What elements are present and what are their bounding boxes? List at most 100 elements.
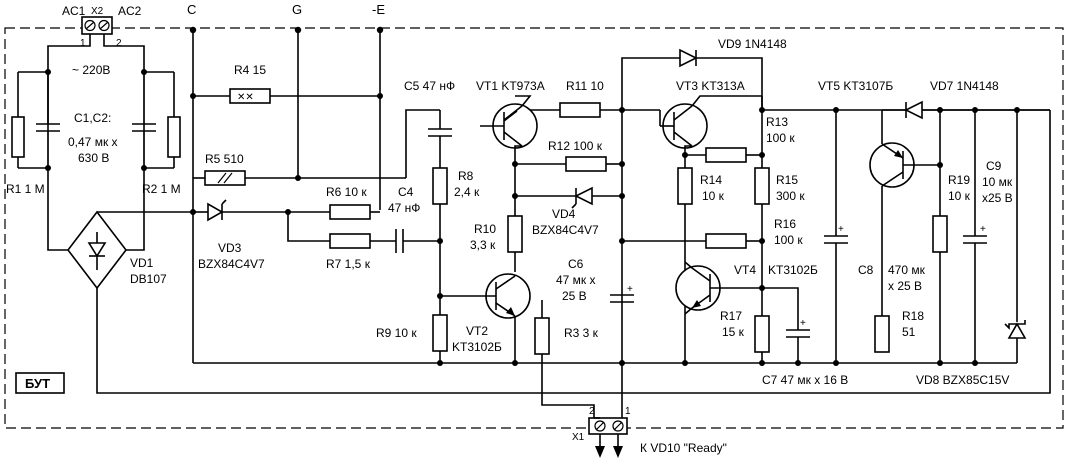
- vd4-type: BZX84C4V7: [532, 223, 599, 237]
- r16-value: 100 к: [774, 233, 803, 247]
- r13-value: 100 к: [766, 131, 795, 145]
- r14-label: R14: [700, 173, 722, 187]
- vt4-transistor: [675, 265, 762, 311]
- c6-value: 47 мк x: [556, 273, 596, 287]
- c4-label: C4: [398, 185, 414, 199]
- g-terminal-label: G: [292, 2, 302, 17]
- vd1-bridge: [66, 210, 128, 290]
- c8-label: C8: [858, 263, 874, 277]
- c9-polarity-icon: +: [980, 224, 986, 235]
- r10-label: R10: [474, 222, 496, 236]
- c8-value: 470 мк: [888, 263, 926, 277]
- r15-resistor: [754, 167, 770, 205]
- r17-resistor: [754, 315, 770, 353]
- r8-value: 2,4 к: [454, 185, 480, 199]
- c5-label: C5 47 нФ: [404, 79, 455, 93]
- r3-resistor: [534, 317, 550, 355]
- r5-resistor: [204, 170, 246, 186]
- r7-resistor: [329, 233, 371, 249]
- vd3-type: BZX84C4V7: [198, 257, 265, 271]
- vt3-label: VT3 KT313A: [676, 79, 745, 93]
- r19-resistor: [932, 215, 948, 253]
- vt5-transistor: [869, 142, 940, 188]
- r2-label: R2 1 M: [142, 182, 181, 196]
- r12-resistor: [565, 156, 607, 172]
- r17-value: 15 к: [722, 325, 745, 339]
- ready-label: К VD10 "Ready": [640, 441, 727, 455]
- vd1-type: DB107: [130, 272, 167, 286]
- r19-value: 10 к: [948, 189, 971, 203]
- r4-marking-icon: ✕✕: [237, 92, 254, 103]
- r6-label: R6 10 к: [326, 185, 367, 199]
- but-label: БУТ: [25, 376, 50, 391]
- r1-resistor: [11, 116, 25, 158]
- r11-label: R11 10: [566, 79, 604, 93]
- r14-resistor: [677, 167, 693, 205]
- x1-pin1-label: 1: [625, 406, 631, 417]
- c4-value: 47 нФ: [388, 201, 420, 215]
- vd9-label: VD9 1N4148: [718, 37, 787, 51]
- r4-label: R4 15: [234, 63, 266, 77]
- r12-label: R12 100 к: [548, 139, 603, 153]
- vt4-label: VT4: [734, 263, 756, 277]
- r15-value: 300 к: [776, 189, 805, 203]
- c8-polarity-icon: +: [838, 224, 844, 235]
- r14-value: 10 к: [702, 189, 725, 203]
- r18-value: 51: [902, 325, 916, 339]
- c7-label: C7 47 мк x 16 В: [762, 373, 848, 387]
- r9-resistor: [432, 314, 448, 352]
- vt2-transistor: [440, 273, 531, 319]
- vt1-label: VT1 KT973A: [476, 79, 545, 93]
- r1-label: R1 1 M: [6, 182, 45, 196]
- c6-voltage: 25 В: [562, 289, 587, 303]
- c1c2-voltage: 630 В: [78, 151, 109, 165]
- r18-resistor: [874, 315, 890, 353]
- c9-value: 10 мк: [982, 175, 1013, 189]
- x1-label: X1: [572, 432, 585, 443]
- r13-label: R13: [766, 115, 788, 129]
- r16-label: R16: [774, 217, 796, 231]
- r8-label: R8: [458, 169, 474, 183]
- r6-resistor: [329, 204, 371, 220]
- r11-resistor: [559, 102, 601, 118]
- vt2-label: VT2: [466, 324, 488, 338]
- mains-label: ~ 220В: [72, 63, 110, 77]
- e-terminal-label: -E: [372, 2, 385, 17]
- c9-voltage: x25 В: [982, 191, 1013, 205]
- c6-label: C6: [568, 257, 584, 271]
- module-boundary: [4, 27, 1064, 429]
- c8-voltage: x 25 В: [888, 279, 922, 293]
- x1-connector: [588, 417, 628, 458]
- r19-label: R19: [948, 173, 970, 187]
- vd7-label: VD7 1N4148: [930, 79, 999, 93]
- x2-label: X2: [91, 6, 104, 17]
- x2-pin2-label: 2: [116, 38, 122, 49]
- c6-polarity-icon: +: [627, 284, 633, 295]
- c1c2-name: C1,C2:: [74, 111, 111, 125]
- ac1-label: AC1: [62, 4, 86, 18]
- c9-label: C9: [986, 159, 1002, 173]
- r9-label: R9 10 к: [376, 326, 417, 340]
- vd1-label: VD1: [130, 256, 154, 270]
- r2-resistor: [167, 116, 181, 158]
- x2-connector: [81, 16, 113, 35]
- r13-resistor: [705, 147, 747, 163]
- r10-resistor: [507, 215, 523, 253]
- r16-resistor: [705, 233, 747, 249]
- r17-label: R17: [720, 309, 742, 323]
- vd3-label: VD3: [218, 241, 242, 255]
- vt2-type: KT3102Б: [452, 340, 502, 354]
- vt4-type: KT3102Б: [768, 263, 818, 277]
- c7-polarity-icon: +: [800, 318, 806, 329]
- x2-pin1-label: 1: [80, 38, 86, 49]
- c-terminal-label: C: [187, 2, 196, 17]
- r3-label: R3 3 к: [564, 326, 599, 340]
- r15-label: R15: [776, 173, 798, 187]
- r8-resistor: [432, 167, 448, 205]
- vd4-label: VD4: [552, 207, 576, 221]
- r7-label: R7 1,5 к: [326, 257, 371, 271]
- vd8-label: VD8 BZX85C15V: [916, 373, 1009, 387]
- vt5-label: VT5 KT3107Б: [818, 79, 893, 93]
- r5-label: R5 510: [205, 152, 244, 166]
